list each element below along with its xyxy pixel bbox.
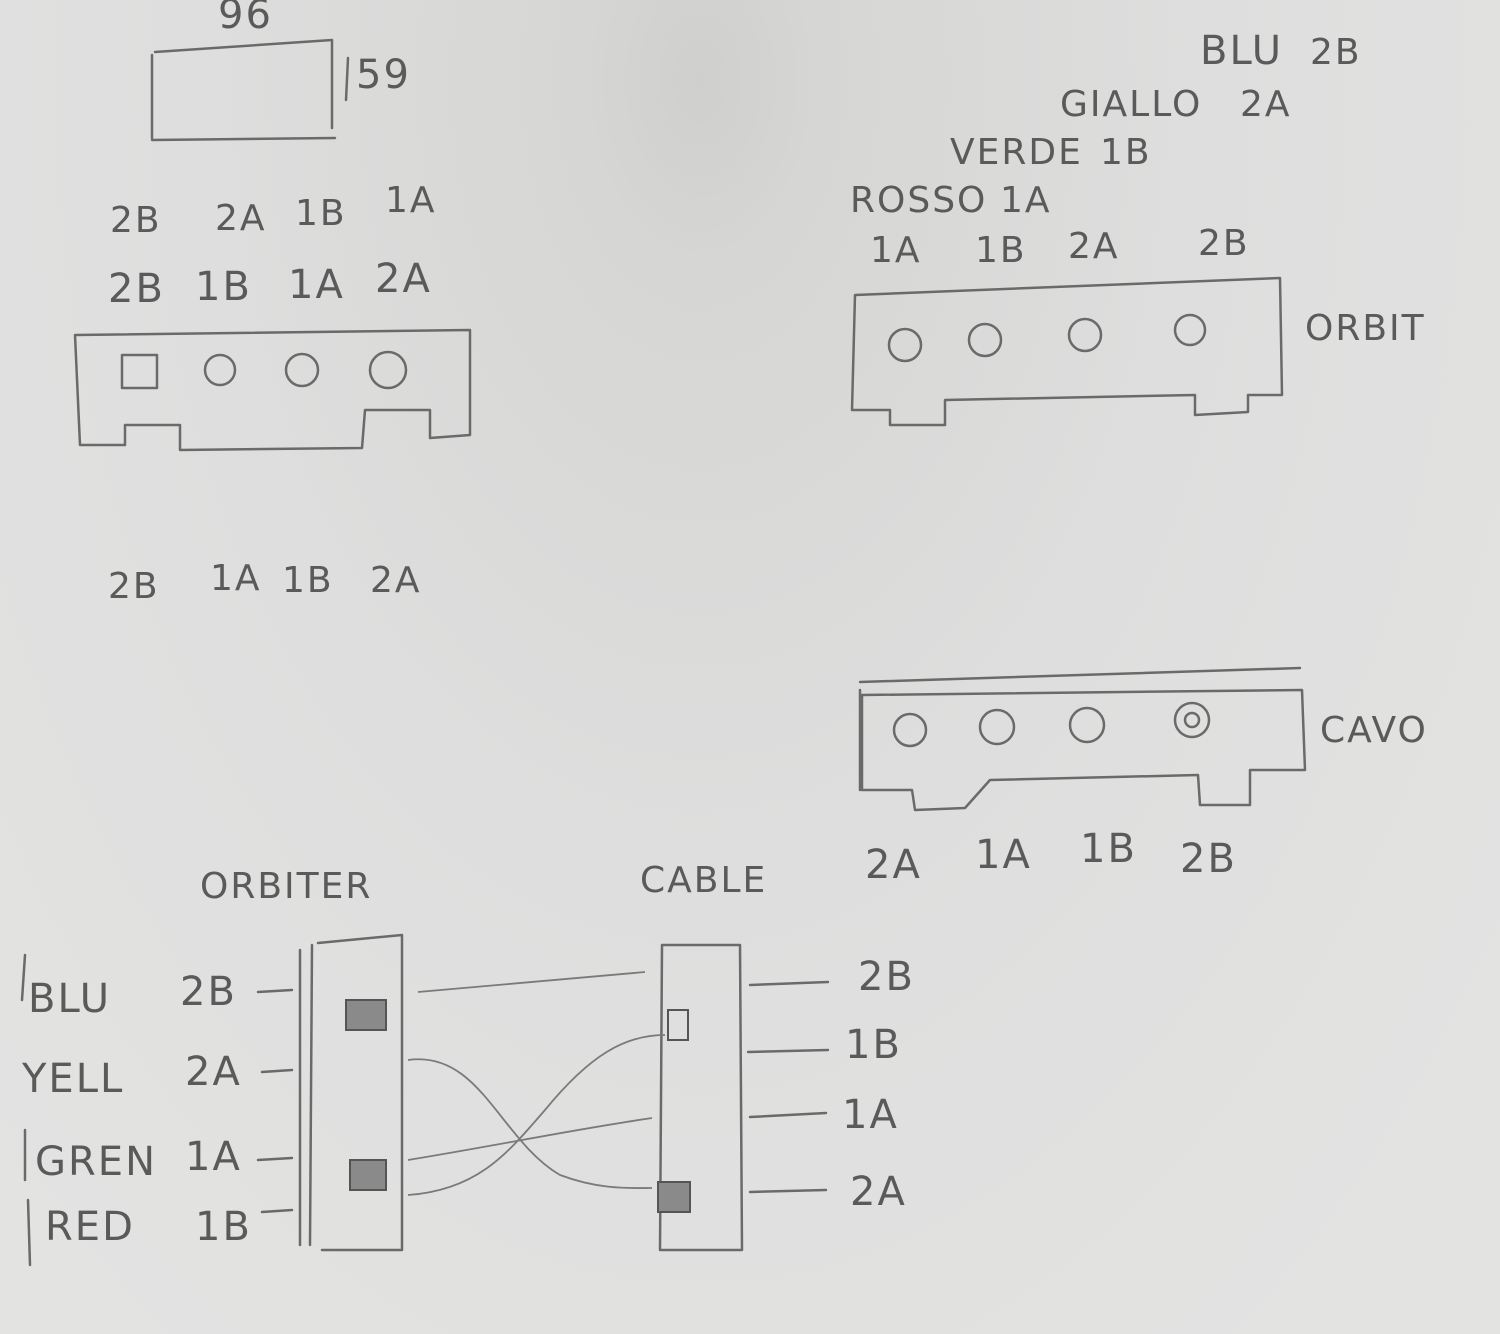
color-mapping: ROSSO 1A VERDE 1B GIALLO 2A BLU 2B bbox=[850, 28, 1362, 221]
orbit-connector: 1A 1B 2A 2B ORBIT bbox=[850, 223, 1426, 427]
pin-label: 1B bbox=[1100, 132, 1152, 173]
wire bbox=[407, 1117, 653, 1161]
cable-title: CABLE bbox=[640, 860, 767, 901]
pin-label: 2B bbox=[1310, 32, 1362, 73]
hatched-pin-icon bbox=[657, 1181, 691, 1213]
connector-label: ORBIT bbox=[1305, 308, 1426, 349]
pin-row-2: 2B 1B 1A 2A bbox=[108, 256, 432, 312]
pin-label: 1B bbox=[975, 230, 1027, 271]
hatched-pin-icon bbox=[349, 1159, 387, 1191]
pin-circle-icon bbox=[892, 712, 928, 748]
pin-label: 1A bbox=[210, 558, 262, 599]
connector-label: CAVO bbox=[1320, 710, 1428, 751]
pin-circle-icon bbox=[1067, 317, 1103, 353]
wire-color-label: RED bbox=[45, 1204, 135, 1250]
cavo-connector: CAVO 2A 1A 1B 2B bbox=[858, 666, 1428, 888]
pin-label: 1B bbox=[1080, 826, 1137, 872]
pin-label: 2A bbox=[215, 198, 267, 239]
square-pin-icon bbox=[120, 353, 159, 390]
color-label: VERDE bbox=[950, 132, 1083, 173]
pin-label: 1B bbox=[282, 560, 334, 601]
pin-label: 1A bbox=[975, 832, 1032, 878]
wire-color-label: BLU bbox=[28, 976, 111, 1022]
pin-label: 2B bbox=[108, 266, 165, 312]
wire bbox=[407, 1058, 653, 1189]
wire-pin-label: 1A bbox=[185, 1134, 242, 1180]
pin-icon bbox=[667, 1009, 689, 1041]
cable-pin-label: 2A bbox=[850, 1169, 907, 1215]
wire bbox=[417, 971, 646, 993]
wire bbox=[407, 1034, 666, 1196]
pin-circle-icon bbox=[368, 350, 408, 390]
dimension-sketch: 96 59 bbox=[150, 0, 411, 142]
wire-pin-label: 1B bbox=[195, 1204, 252, 1250]
pin-label: 2B bbox=[108, 566, 160, 607]
pin-label: 2B bbox=[1198, 223, 1250, 264]
orbiter-title: ORBITER bbox=[200, 866, 372, 907]
pin-label: 2A bbox=[375, 256, 432, 302]
wire-pin-label: 2A bbox=[185, 1049, 242, 1095]
pin-label: 2A bbox=[865, 842, 922, 888]
wire-color-label: YELL bbox=[21, 1056, 124, 1102]
pin-row-3: 2B 1A 1B 2A bbox=[108, 558, 422, 607]
pin-label: 2B bbox=[1180, 836, 1237, 882]
color-label: BLU bbox=[1200, 28, 1283, 74]
wiring-diagram: ORBITER CABLE BLU 2B YELL 2A GREN 1A RED… bbox=[20, 860, 915, 1267]
pin-circle-icon bbox=[1173, 701, 1211, 739]
pin-circle-icon bbox=[978, 708, 1016, 746]
cable-housing bbox=[658, 943, 744, 1252]
pin-circle-icon bbox=[967, 322, 1003, 358]
color-label: ROSSO bbox=[850, 180, 987, 221]
cable-pin-label: 2B bbox=[858, 954, 915, 1000]
pin-label: 1A bbox=[1000, 180, 1052, 221]
pin-label: 2A bbox=[1240, 84, 1292, 125]
pin-label: 1A bbox=[288, 262, 345, 308]
left-connector bbox=[73, 328, 472, 452]
pin-row-1: 2B 2A 1B 1A bbox=[110, 180, 437, 241]
cable-pin-label: 1B bbox=[845, 1022, 902, 1068]
pin-label: 1A bbox=[385, 180, 437, 221]
pin-circle-icon bbox=[203, 353, 237, 387]
pin-circle-icon bbox=[1183, 711, 1201, 729]
pin-label: 2A bbox=[370, 560, 422, 601]
color-label: GIALLO bbox=[1060, 84, 1202, 125]
orbiter-housing bbox=[298, 933, 404, 1252]
height-label: 59 bbox=[356, 52, 411, 98]
pin-circle-icon bbox=[1068, 706, 1106, 744]
pin-circle-icon bbox=[1173, 313, 1207, 347]
pin-label: 2B bbox=[110, 200, 162, 241]
wire-pin-label: 2B bbox=[180, 969, 237, 1015]
pin-label: 1B bbox=[295, 193, 347, 234]
width-label: 96 bbox=[218, 0, 273, 38]
hatched-pin-icon bbox=[345, 999, 387, 1031]
pin-circle-icon bbox=[284, 352, 320, 388]
wire-color-label: GREN bbox=[35, 1139, 157, 1185]
cable-pin-label: 1A bbox=[842, 1092, 899, 1138]
pin-label: 1B bbox=[195, 264, 252, 310]
pin-label: 1A bbox=[870, 230, 922, 271]
pin-circle-icon bbox=[887, 327, 923, 363]
pin-label: 2A bbox=[1068, 226, 1120, 267]
